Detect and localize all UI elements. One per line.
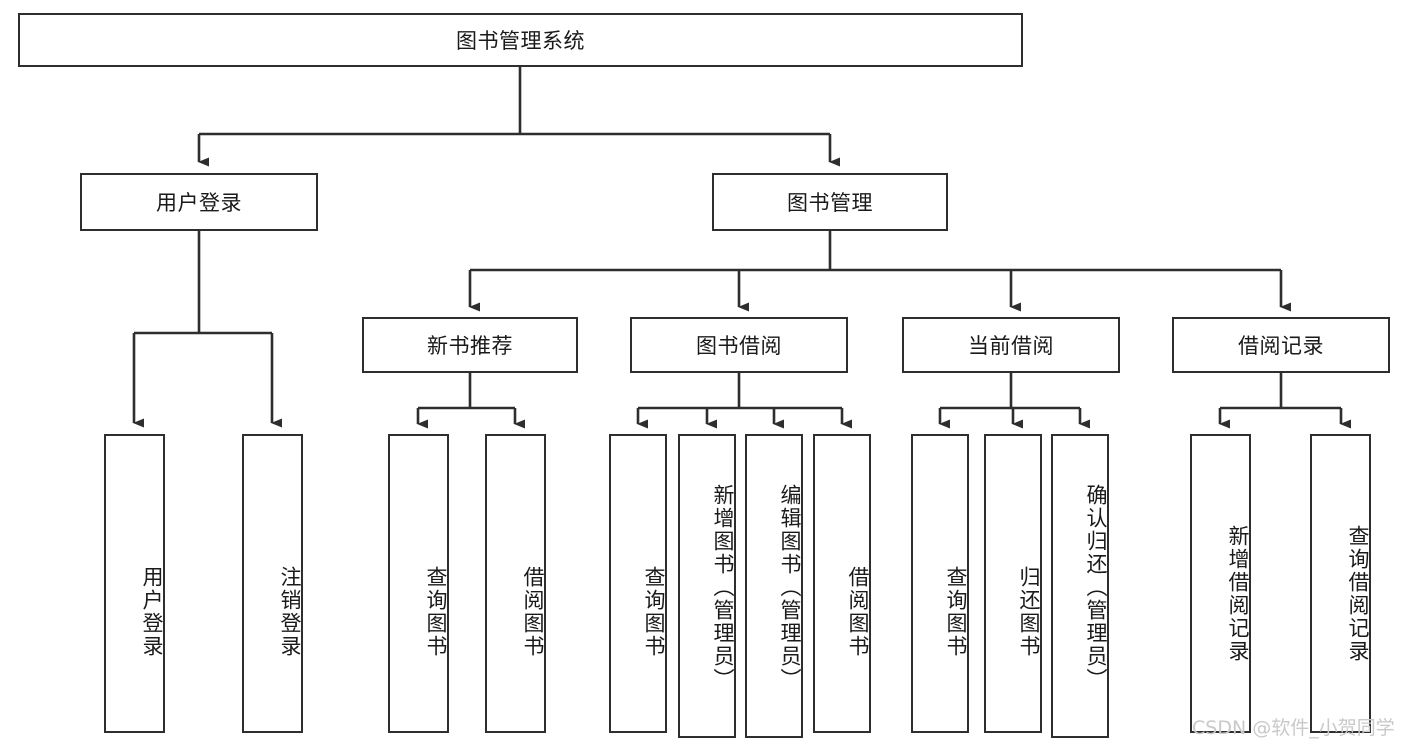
node-label: 注销登录 [278,565,302,658]
node-leaf-confirm-return[interactable]: 确认归还（管理员） [1051,434,1109,738]
node-label: 用户登录 [140,565,164,658]
node-borrow-record[interactable]: 借阅记录 [1172,317,1390,373]
node-label: 用户登录 [156,191,242,215]
node-label: 图书管理 [787,191,873,215]
node-new-book-recommend[interactable]: 新书推荐 [362,317,578,373]
node-book-borrow[interactable]: 图书借阅 [630,317,848,373]
node-label: 确认归还（管理员） [1084,483,1108,691]
node-label: 借阅图书 [521,565,545,658]
node-leaf-query-record[interactable]: 查询借阅记录 [1310,434,1371,733]
node-leaf-return-book[interactable]: 归还图书 [984,434,1042,733]
node-leaf-user-logout[interactable]: 注销登录 [242,434,303,733]
node-label: 查询借阅记录 [1346,524,1370,663]
node-current-borrow[interactable]: 当前借阅 [902,317,1120,373]
node-leaf-borrow-book-2[interactable]: 借阅图书 [813,434,871,733]
node-root[interactable]: 图书管理系统 [18,13,1023,67]
node-label: 借阅记录 [1238,334,1324,358]
node-leaf-query-book-1[interactable]: 查询图书 [388,434,449,733]
node-label: 编辑图书（管理员） [778,483,802,691]
node-book-manage[interactable]: 图书管理 [712,173,948,231]
node-leaf-add-record[interactable]: 新增借阅记录 [1190,434,1251,733]
node-label: 图书借阅 [696,334,782,358]
node-label: 查询图书 [944,565,968,658]
node-leaf-borrow-book-1[interactable]: 借阅图书 [485,434,546,733]
node-user-login[interactable]: 用户登录 [80,173,318,231]
node-leaf-add-book[interactable]: 新增图书（管理员） [678,434,736,738]
node-leaf-query-book-2[interactable]: 查询图书 [609,434,667,733]
csdn-watermark: CSDN @软件_小贺同学 [1192,717,1395,739]
node-leaf-user-login[interactable]: 用户登录 [104,434,165,733]
node-label: 新书推荐 [427,334,513,358]
node-label: 归还图书 [1017,565,1041,658]
node-label: 查询图书 [642,565,666,658]
node-leaf-edit-book[interactable]: 编辑图书（管理员） [745,434,803,738]
node-leaf-query-book-3[interactable]: 查询图书 [911,434,969,733]
node-label: 借阅图书 [846,565,870,658]
node-label: 查询图书 [424,565,448,658]
node-label: 图书管理系统 [456,29,585,53]
node-label: 新增借阅记录 [1226,524,1250,663]
node-label: 新增图书（管理员） [711,483,735,691]
node-label: 当前借阅 [968,334,1054,358]
